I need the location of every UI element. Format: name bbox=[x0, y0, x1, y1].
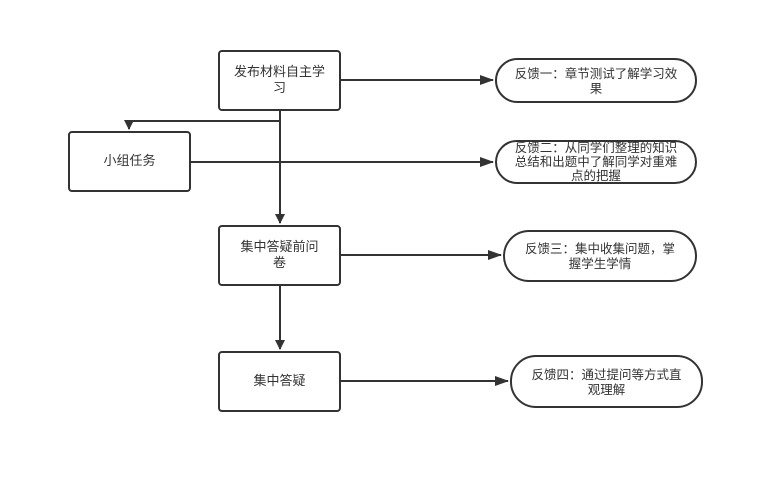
node-label: 反馈三：集中收集问题，掌握学生学情 bbox=[525, 241, 676, 271]
edge-step1-group-task bbox=[124, 120, 280, 130]
node-group-task: 小组任务 bbox=[68, 131, 191, 192]
node-step2-pre-qa-survey: 集中答疑前问卷 bbox=[218, 225, 341, 286]
node-label: 集中答疑 bbox=[253, 373, 306, 389]
node-label: 反馈二：从同学们整理的知识总结和出题中了解同学对重难点的把握 bbox=[514, 140, 678, 183]
node-step1-publish-materials: 发布材料自主学习 bbox=[218, 50, 341, 111]
node-label: 集中答疑前问卷 bbox=[240, 239, 319, 271]
node-step3-centralized-qa: 集中答疑 bbox=[218, 351, 341, 412]
node-feedback3: 反馈三：集中收集问题，掌握学生学情 bbox=[503, 230, 697, 282]
node-label: 反馈四：通过提问等方式直观理解 bbox=[531, 366, 682, 397]
node-feedback2: 反馈二：从同学们整理的知识总结和出题中了解同学对重难点的把握 bbox=[495, 140, 697, 184]
node-feedback1: 反馈一：章节测试了解学习效果 bbox=[495, 58, 697, 103]
node-label: 发布材料自主学习 bbox=[233, 64, 325, 96]
node-label: 反馈一：章节测试了解学习效果 bbox=[514, 65, 678, 96]
node-feedback4: 反馈四：通过提问等方式直观理解 bbox=[510, 355, 703, 408]
node-label: 小组任务 bbox=[103, 153, 156, 169]
